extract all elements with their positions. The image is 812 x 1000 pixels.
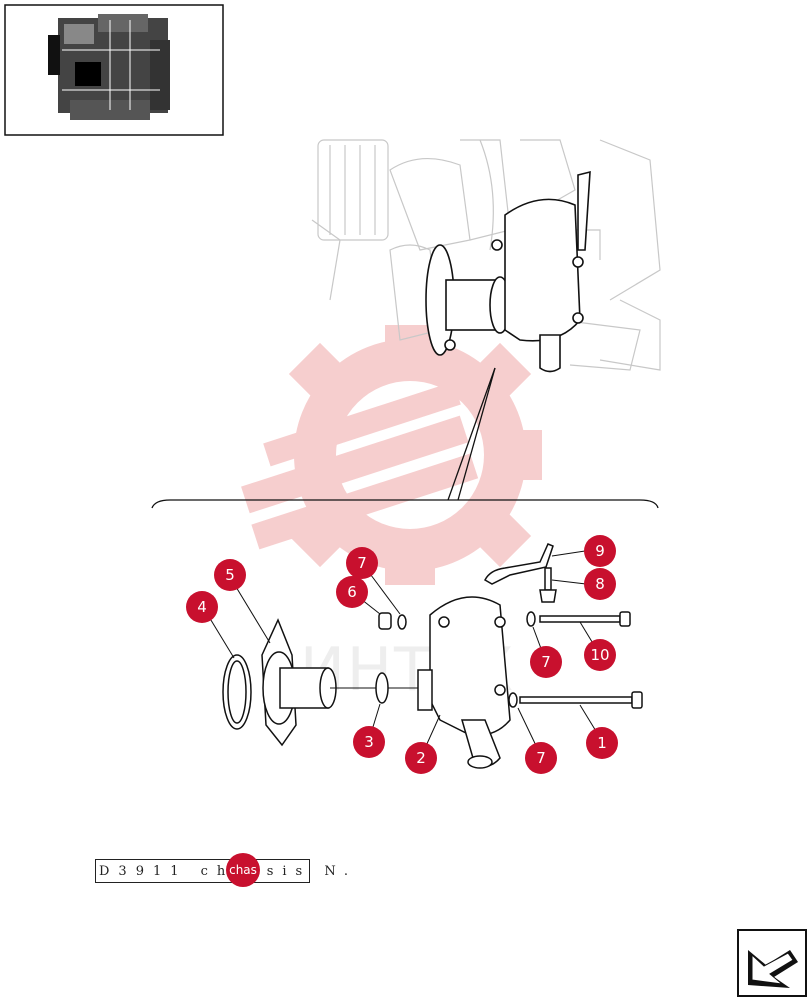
- installed-water-pump: [425, 170, 591, 373]
- part-6-nut: [378, 612, 392, 630]
- chassis-box: [95, 859, 310, 883]
- svg-text:7: 7: [541, 653, 551, 671]
- svg-text:4: 4: [197, 598, 207, 616]
- callout-9[interactable]: 9: [584, 535, 616, 567]
- svg-text:7: 7: [357, 554, 367, 572]
- callout-2[interactable]: 2: [405, 742, 437, 774]
- part-7-washer-top: [397, 614, 407, 630]
- part-9-bracket: [484, 543, 554, 585]
- callout-3[interactable]: 3: [353, 726, 385, 758]
- engine-thumbnail-icon[interactable]: [4, 4, 224, 136]
- callout-8[interactable]: 8: [584, 568, 616, 600]
- svg-text:6: 6: [347, 583, 357, 601]
- callout-6[interactable]: 6: [336, 576, 368, 608]
- svg-text:2: 2: [416, 749, 426, 767]
- callout-7-top[interactable]: 7: [346, 547, 378, 579]
- part-1-bolt: [519, 696, 633, 704]
- callout-4[interactable]: 4: [186, 591, 218, 623]
- callout-10[interactable]: 10: [584, 639, 616, 671]
- chassis-badge[interactable]: chas: [226, 853, 260, 887]
- engine-context-drawing: [311, 139, 661, 371]
- part-10-bolt: [539, 615, 621, 623]
- gear-wrench-logo-icon: [241, 325, 542, 585]
- callouts: 1 2 3 4 5 6 7 7: [186, 535, 618, 774]
- part-7-washer-right: [526, 611, 536, 627]
- part-8-screw: [544, 567, 552, 591]
- svg-text:1: 1: [597, 734, 607, 752]
- leader-lines: [202, 550, 603, 758]
- detail-pointer: [151, 367, 659, 509]
- callout-5[interactable]: 5: [214, 559, 246, 591]
- svg-text:9: 9: [595, 542, 605, 560]
- next-page-arrow-icon[interactable]: [737, 929, 807, 997]
- callout-1[interactable]: 1: [586, 727, 618, 759]
- part-3-oring: [375, 672, 389, 704]
- svg-text:8: 8: [595, 575, 605, 593]
- svg-text:5: 5: [225, 566, 235, 584]
- part-7-washer-lower: [508, 692, 518, 708]
- svg-text:3: 3: [364, 733, 374, 751]
- callout-7-right[interactable]: 7: [530, 646, 562, 678]
- svg-text:7: 7: [536, 749, 546, 767]
- callout-7-lower[interactable]: 7: [525, 742, 557, 774]
- exploded-parts: [222, 543, 643, 769]
- svg-text:10: 10: [590, 646, 609, 664]
